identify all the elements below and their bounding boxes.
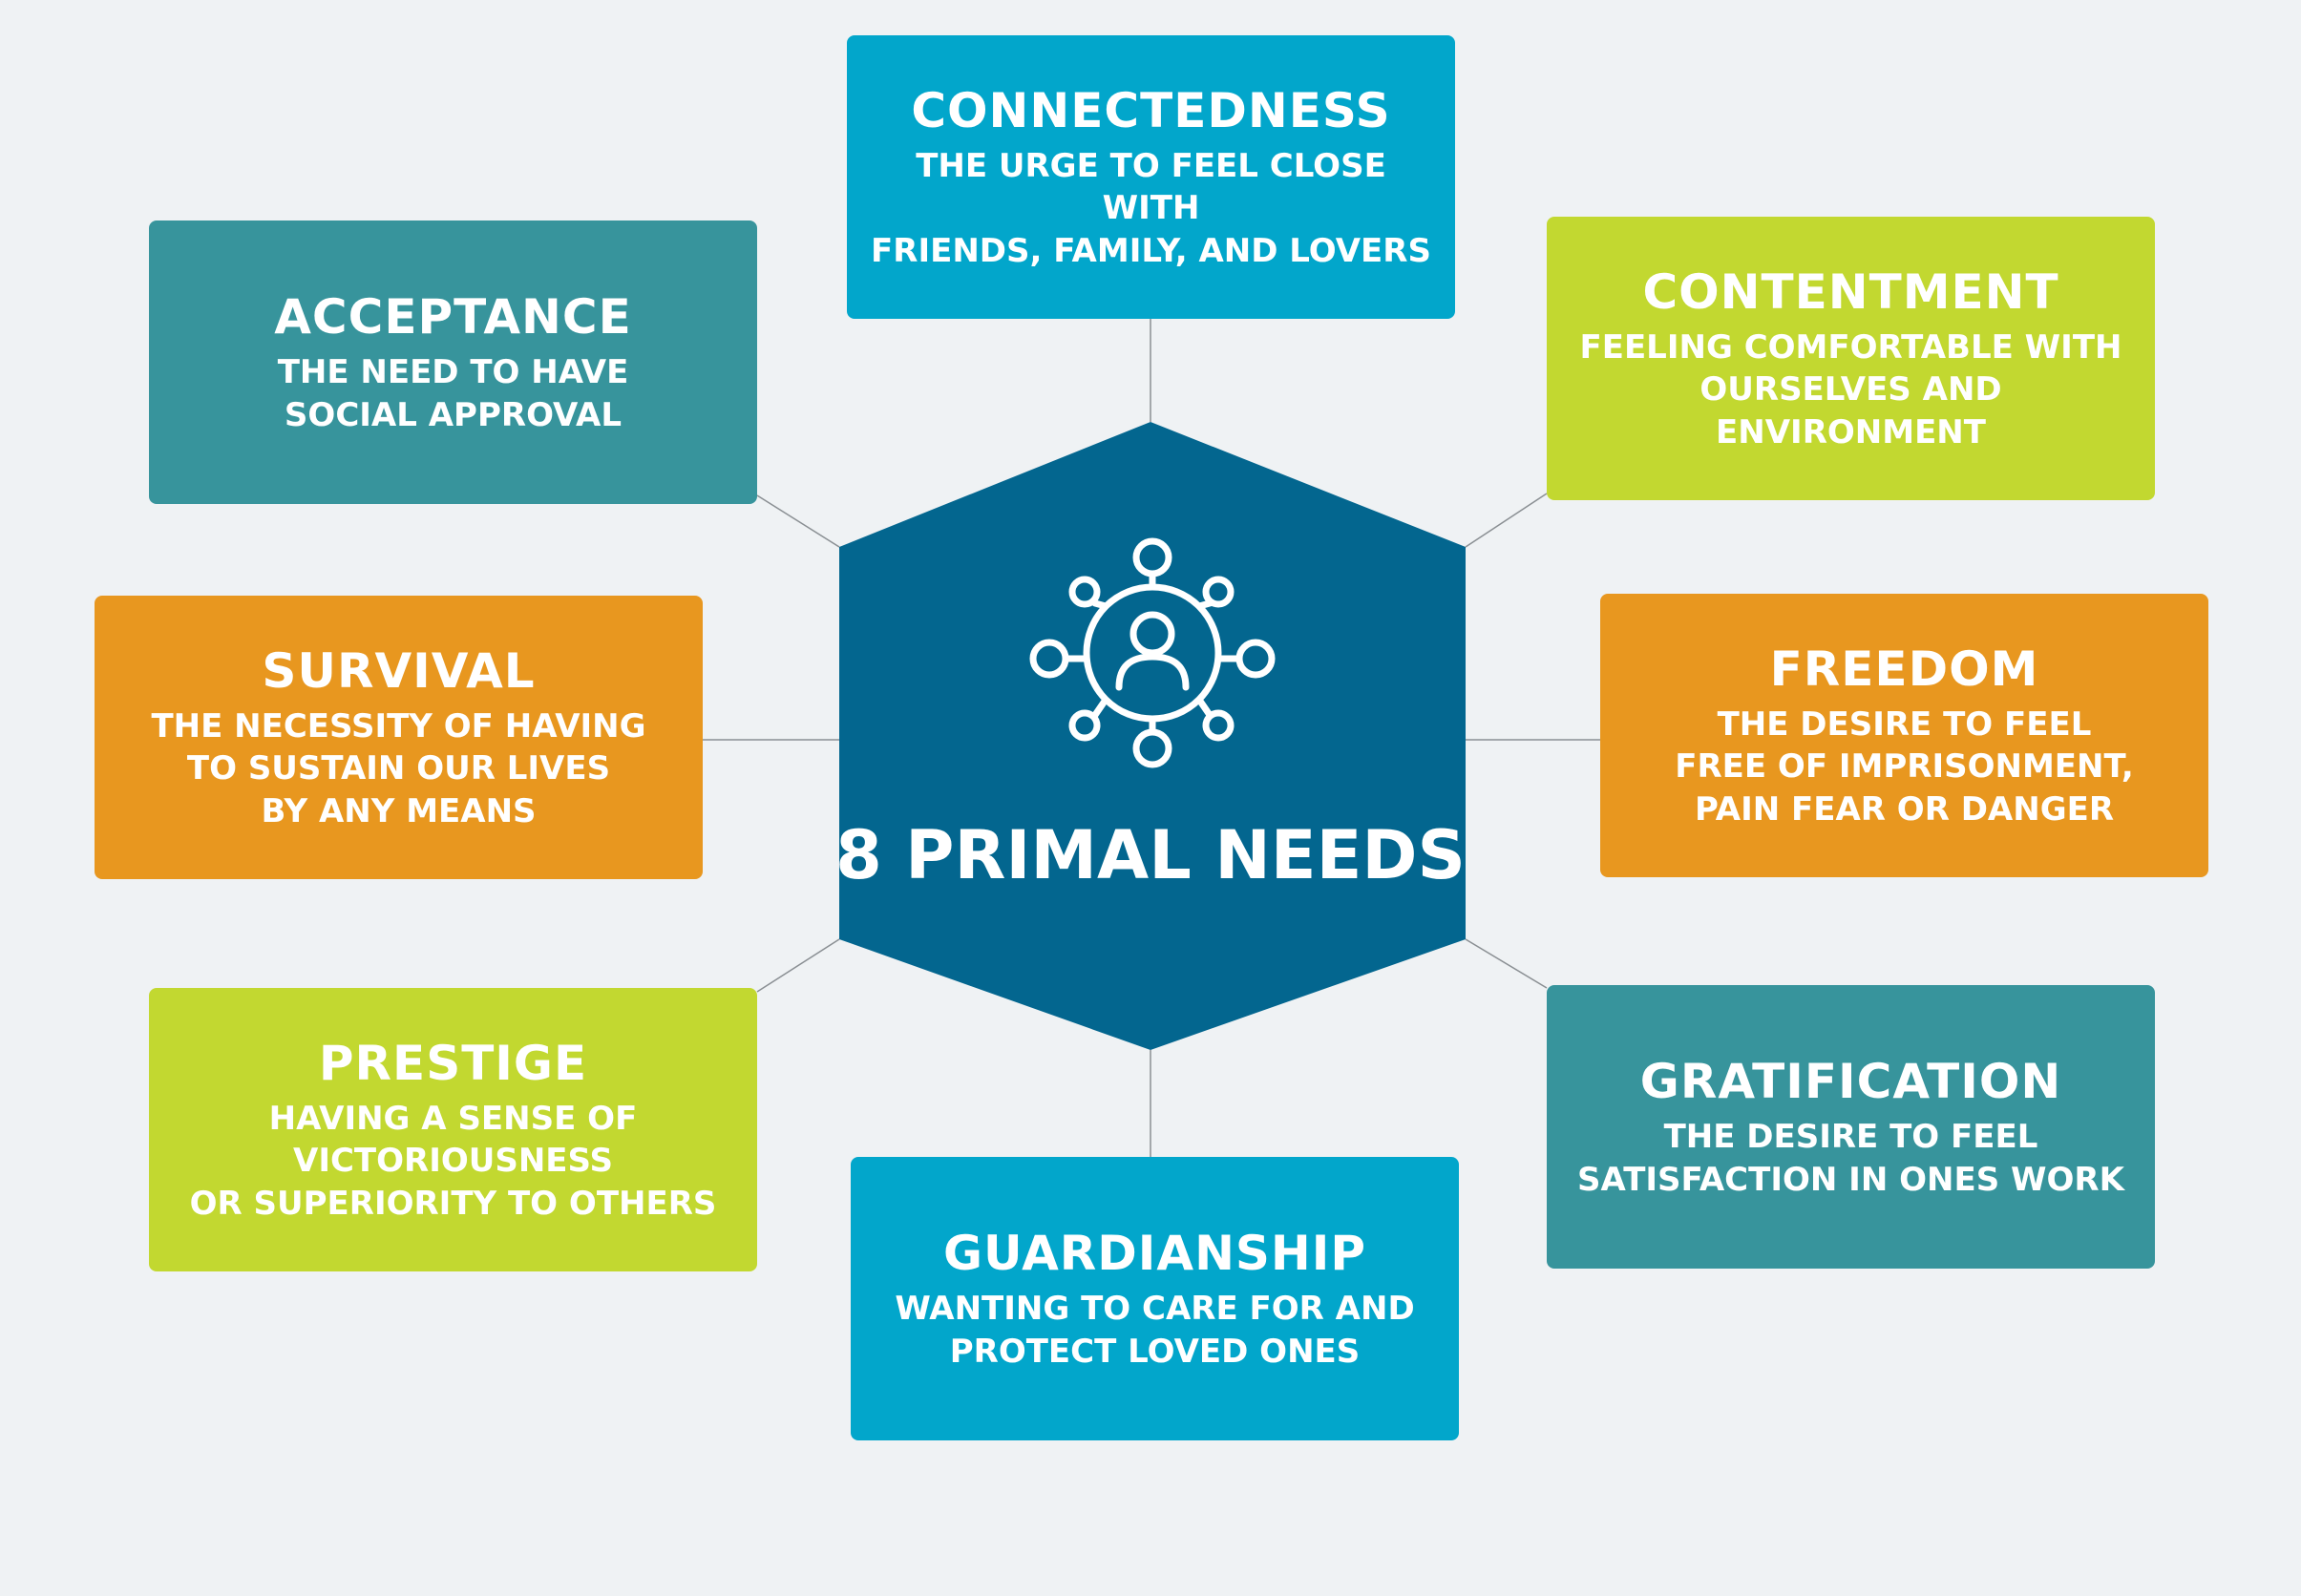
hexagon-shape: [839, 422, 1466, 1050]
card-prestige: PRESTIGE HAVING A SENSE OF VICTORIOUSNES…: [149, 988, 757, 1271]
card-title: CONTENTMENT: [1642, 264, 2059, 321]
connector-acceptance: [756, 494, 840, 548]
card-gratification: GRATIFICATION THE DESIRE TO FEEL SATISFA…: [1547, 985, 2155, 1269]
center-title: 8 PRIMAL NEEDS: [835, 816, 1466, 894]
card-title: PRESTIGE: [318, 1036, 588, 1092]
card-acceptance: ACCEPTANCE THE NEED TO HAVE SOCIAL APPRO…: [149, 220, 757, 504]
card-survival: SURVIVAL THE NECESSITY OF HAVING TO SUST…: [95, 596, 703, 879]
card-description: WANTING TO CARE FOR AND PROTECT LOVED ON…: [895, 1290, 1415, 1371]
card-description: THE URGE TO FEEL CLOSE WITH FRIENDS, FAM…: [871, 147, 1431, 270]
card-description: THE NECESSITY OF HAVING TO SUSTAIN OUR L…: [151, 707, 646, 830]
card-description: FEELING COMFORTABLE WITH OURSELVES AND E…: [1579, 328, 2122, 452]
card-title: FREEDOM: [1769, 641, 2039, 698]
card-description: THE DESIRE TO FEEL FREE OF IMPRISONMENT,…: [1675, 705, 2134, 829]
card-title: SURVIVAL: [262, 643, 536, 700]
card-title: GUARDIANSHIP: [942, 1226, 1367, 1282]
card-title: CONNECTEDNESS: [911, 83, 1391, 139]
card-title: GRATIFICATION: [1639, 1054, 2062, 1110]
card-contentment: CONTENTMENT FEELING COMFORTABLE WITH OUR…: [1547, 217, 2155, 500]
card-guardianship: GUARDIANSHIP WANTING TO CARE FOR AND PRO…: [851, 1157, 1459, 1440]
card-title: ACCEPTANCE: [274, 289, 632, 346]
card-description: THE NEED TO HAVE SOCIAL APPROVAL: [277, 353, 629, 434]
card-description: THE DESIRE TO FEEL SATISFACTION IN ONES …: [1577, 1118, 2124, 1199]
connector-gratification: [1465, 938, 1548, 989]
person-network-icon: [1029, 537, 1276, 768]
card-description: HAVING A SENSE OF VICTORIOUSNESS OR SUPE…: [189, 1100, 717, 1223]
connector-contentment: [1465, 493, 1548, 548]
card-freedom: FREEDOM THE DESIRE TO FEEL FREE OF IMPRI…: [1600, 594, 2208, 877]
connector-prestige: [756, 938, 840, 993]
card-connectedness: CONNECTEDNESS THE URGE TO FEEL CLOSE WIT…: [847, 35, 1455, 319]
